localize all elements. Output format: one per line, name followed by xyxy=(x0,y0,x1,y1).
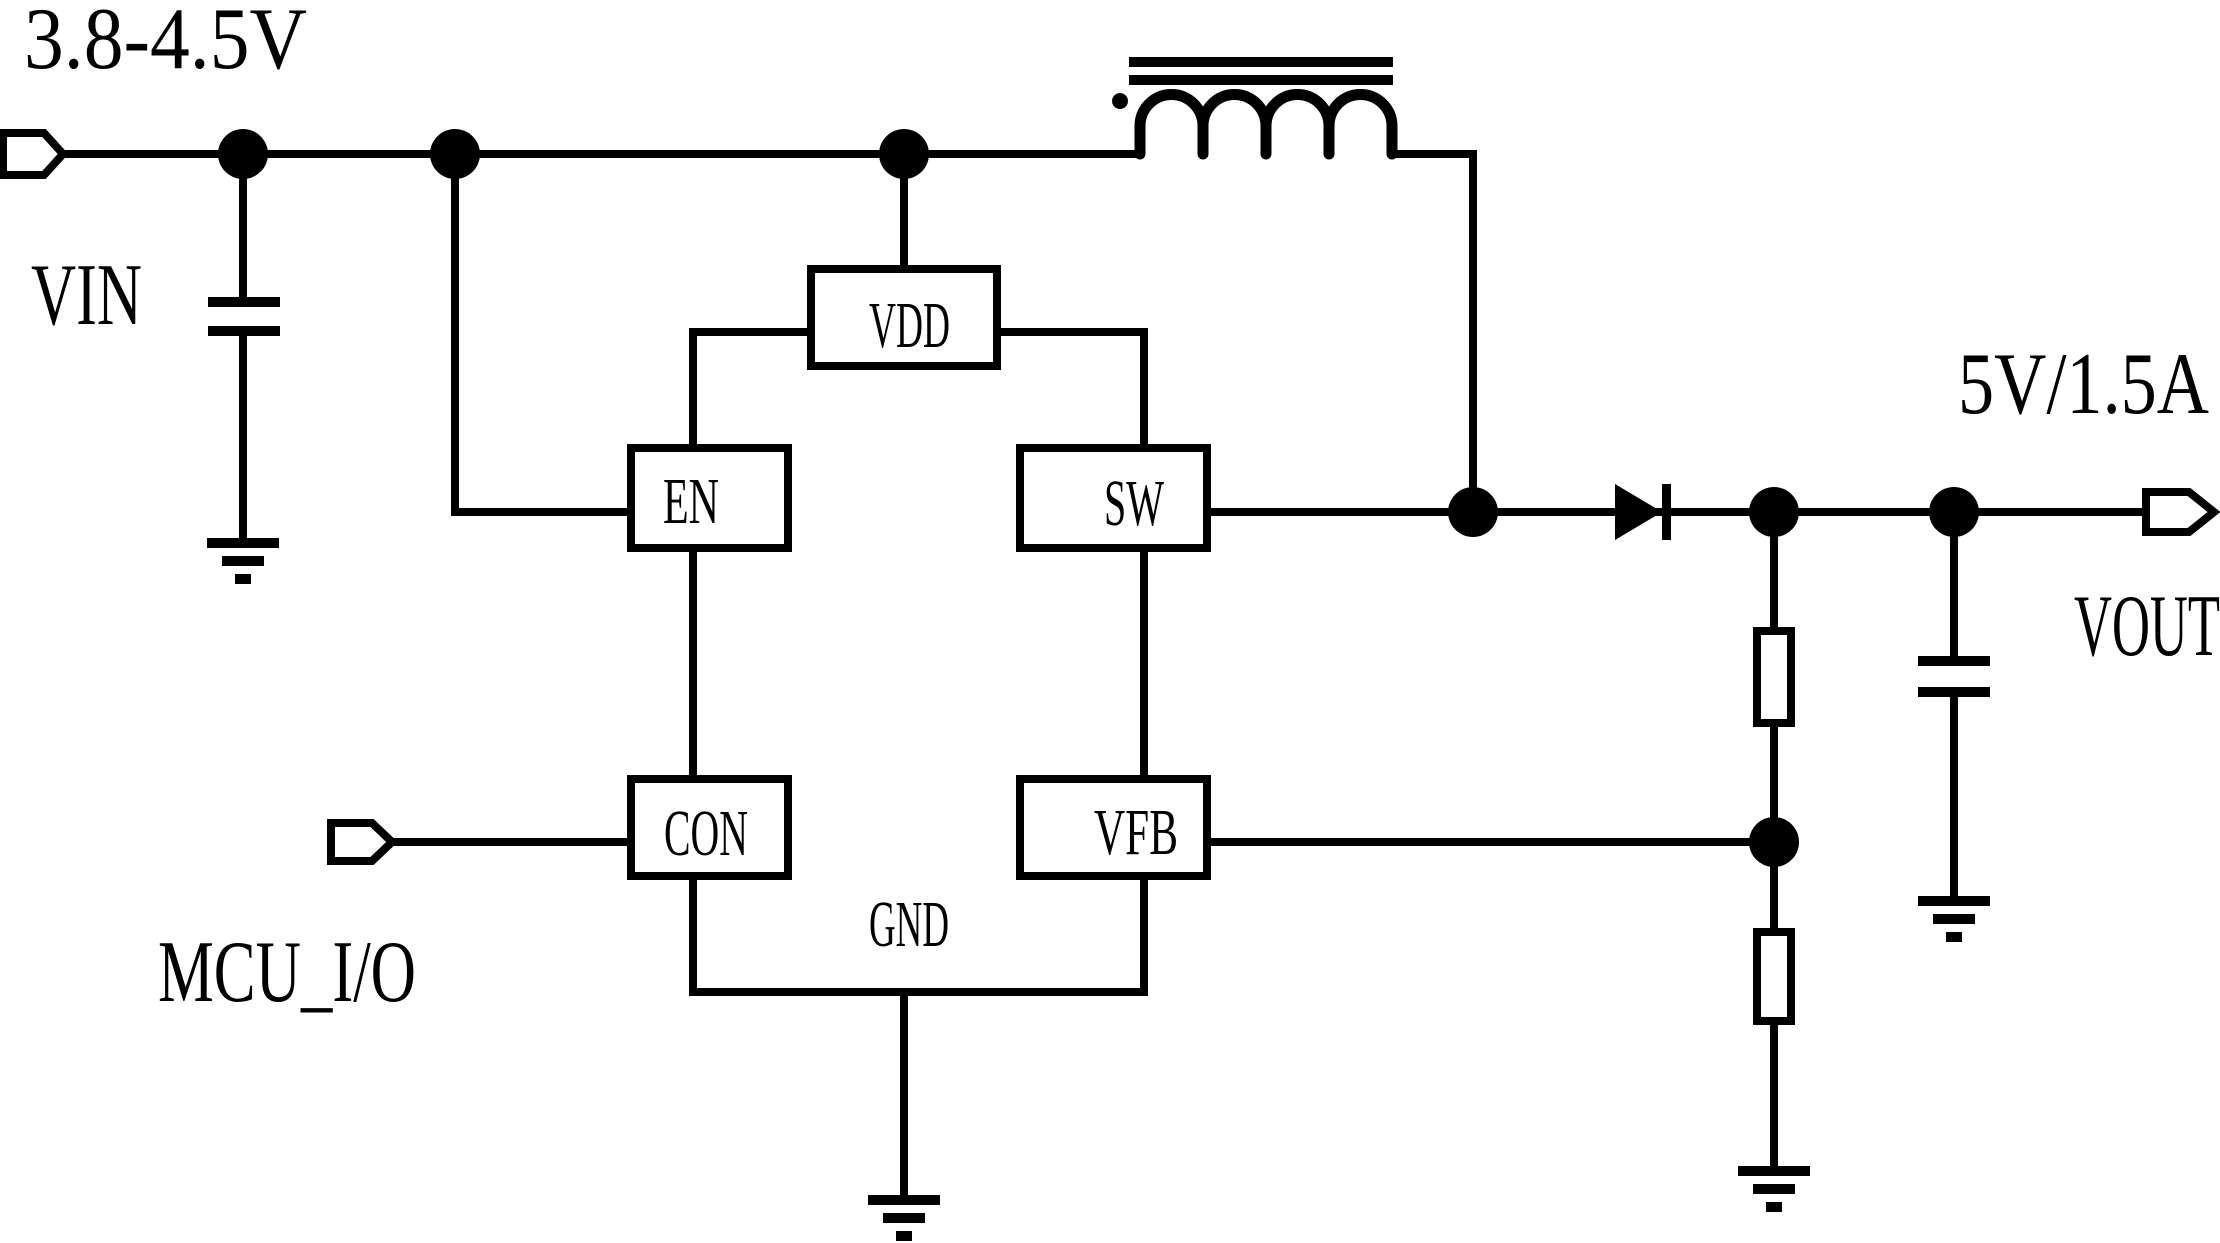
wire-vdd-to-sw xyxy=(997,328,1148,448)
input-capacitor-icon xyxy=(208,297,280,336)
wire-vdd-to-en xyxy=(689,328,811,448)
output-capacitor-icon xyxy=(1918,656,1990,697)
ic-pin-vdd: VDD xyxy=(807,265,1001,370)
junction-dot xyxy=(430,129,480,179)
diode-icon xyxy=(1615,484,1671,540)
pin-box-con xyxy=(627,775,792,880)
junction-dot xyxy=(1749,817,1799,867)
ground-symbol-input xyxy=(207,538,279,584)
input-terminal-icon xyxy=(0,129,69,179)
junction-dots xyxy=(218,129,1979,867)
inductor-icon xyxy=(1112,57,1398,160)
wire-rail-to-en xyxy=(451,154,631,516)
feedback-resistor-lower-icon xyxy=(1753,928,1795,1025)
label-vout: VOUT xyxy=(2074,578,2220,675)
ic-pin-en: EN xyxy=(627,444,792,552)
pin-label-vdd: VDD xyxy=(869,289,950,362)
junction-dot xyxy=(218,129,268,179)
pin-label-vfb: VFB xyxy=(1094,796,1178,869)
pin-label-gnd: GND xyxy=(869,888,949,961)
diode-cathode-bar xyxy=(1662,484,1671,540)
junction-dot xyxy=(879,129,929,179)
pin-label-con: CON xyxy=(664,797,748,870)
ic-pin-sw: SW xyxy=(1016,444,1211,552)
label-vin: VIN xyxy=(31,247,142,344)
mcu-io-terminal-shape xyxy=(327,819,398,865)
junction-dot xyxy=(1448,487,1498,537)
pin-box-en xyxy=(627,444,792,552)
wires xyxy=(63,150,2146,1200)
inductor-phase-dot xyxy=(1112,93,1128,109)
pin-label-sw: SW xyxy=(1104,467,1164,540)
wire-inductor-to-sw-node xyxy=(1392,150,1477,512)
junction-dot xyxy=(1749,487,1799,537)
ground-symbol-output xyxy=(1918,896,1990,942)
pin-label-en: EN xyxy=(663,465,719,538)
label-mcu-io: MCU_I/O xyxy=(158,924,416,1021)
resistor-body xyxy=(1753,928,1795,1025)
resistor-body xyxy=(1753,627,1795,727)
input-terminal-shape xyxy=(0,129,69,179)
pin-box-vfb xyxy=(1016,775,1211,880)
label-output-spec: 5V/1.5A xyxy=(1958,336,2209,433)
ic-pin-vfb: VFB xyxy=(1016,775,1211,880)
pin-box-vdd xyxy=(807,265,1001,370)
pin-box-sw xyxy=(1016,444,1211,552)
ground-symbol-ic xyxy=(868,1195,940,1241)
ic-pin-con: CON xyxy=(627,775,792,880)
inductor-winding xyxy=(1134,89,1398,160)
output-terminal-shape xyxy=(2142,488,2220,536)
feedback-resistor-upper-icon xyxy=(1753,627,1795,727)
diode-anode-triangle xyxy=(1615,484,1662,540)
output-terminal-icon xyxy=(2142,488,2220,536)
label-input-voltage: 3.8-4.5V xyxy=(24,0,307,88)
ground-symbol-feedback xyxy=(1738,1166,1810,1212)
mcu-io-terminal-icon xyxy=(327,819,398,865)
junction-dot xyxy=(1929,487,1979,537)
